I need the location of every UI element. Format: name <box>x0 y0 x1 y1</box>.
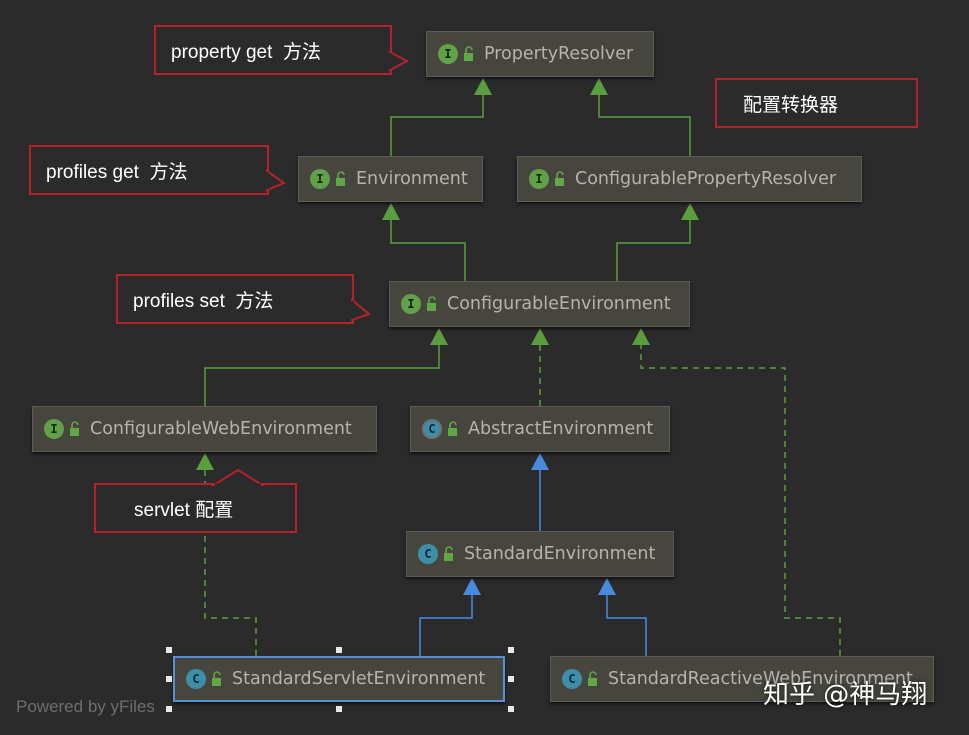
class-icon: C <box>418 544 438 564</box>
node-abstract-environment[interactable]: C AbstractEnvironment <box>410 406 670 452</box>
interface-icon: I <box>529 169 549 189</box>
node-label: StandardReactiveWebEnvironment <box>608 669 913 689</box>
edge-arrowhead <box>474 78 492 95</box>
lock-icon <box>212 671 221 686</box>
lock-icon <box>464 46 473 61</box>
selection-handle[interactable] <box>508 706 514 712</box>
node-label: ConfigurableWebEnvironment <box>90 419 352 439</box>
node-label: ConfigurablePropertyResolver <box>575 169 837 189</box>
node-environment[interactable]: I Environment <box>298 156 483 202</box>
selection-handle[interactable] <box>166 706 172 712</box>
callout-servlet-config: servlet 配置 <box>94 483 297 533</box>
lock-icon <box>588 671 597 686</box>
callout-profiles-set: profiles set 方法 <box>116 274 354 324</box>
lock-icon <box>70 421 79 436</box>
interface-icon: I <box>44 419 64 439</box>
interface-icon: I <box>438 44 458 64</box>
edge-arrowhead <box>632 328 650 345</box>
zhihu-watermark: 知乎 @神马翔 <box>763 680 928 710</box>
lock-icon <box>555 171 564 186</box>
node-label: PropertyResolver <box>484 44 634 64</box>
node-configurable-environment[interactable]: I ConfigurableEnvironment <box>389 281 690 327</box>
edge-arrowhead <box>681 203 699 220</box>
callout-text: property get 方法 <box>171 41 321 63</box>
node-label: StandardServletEnvironment <box>232 669 486 689</box>
edge-standard-servlet-environment-to-standard-environment <box>419 595 473 656</box>
callout-property-get: property get 方法 <box>154 25 392 75</box>
node-configurable-property-resolver[interactable]: I ConfigurablePropertyResolver <box>517 156 862 202</box>
selection-handle[interactable] <box>166 676 172 682</box>
edge-arrowhead <box>531 453 549 470</box>
node-label: Environment <box>356 169 468 189</box>
interface-icon: I <box>310 169 330 189</box>
edge-configurable-environment-to-configurable-property-resolver <box>616 220 691 281</box>
interface-icon: I <box>401 294 421 314</box>
lock-icon <box>427 296 436 311</box>
callout-config-converter: 配置转换器 <box>715 78 918 128</box>
abstract-class-icon: C <box>422 419 442 439</box>
callout-text: 配置转换器 <box>743 94 839 116</box>
callout-profiles-get: profiles get 方法 <box>29 145 269 195</box>
node-standard-servlet-environment[interactable]: C StandardServletEnvironment <box>173 656 505 702</box>
edge-configurable-web-environment-to-configurable-environment <box>204 345 440 406</box>
selection-handle[interactable] <box>508 647 514 653</box>
edge-standard-reactive-web-environment-to-configurable-environment <box>640 345 841 656</box>
callout-text: profiles set 方法 <box>133 290 274 312</box>
edge-configurable-environment-to-environment <box>390 220 466 281</box>
lock-icon <box>336 171 345 186</box>
node-label: StandardEnvironment <box>464 544 656 564</box>
selection-handle[interactable] <box>336 706 342 712</box>
selection-handle[interactable] <box>508 676 514 682</box>
edge-environment-to-property-resolver <box>390 95 484 156</box>
edge-arrowhead <box>598 578 616 595</box>
edge-arrowhead <box>430 328 448 345</box>
edge-arrowhead <box>382 203 400 220</box>
yfiles-watermark: Powered by yFiles <box>16 697 155 716</box>
lock-icon <box>448 421 457 436</box>
callout-text: profiles get 方法 <box>46 161 188 183</box>
edge-configurable-property-resolver-to-property-resolver <box>598 95 691 156</box>
edge-standard-reactive-web-environment-to-standard-environment <box>606 595 647 656</box>
selection-handle[interactable] <box>336 647 342 653</box>
node-configurable-web-environment[interactable]: I ConfigurableWebEnvironment <box>32 406 377 452</box>
node-standard-environment[interactable]: C StandardEnvironment <box>406 531 674 577</box>
class-icon: C <box>186 669 206 689</box>
lock-icon <box>444 546 453 561</box>
edge-arrowhead <box>590 78 608 95</box>
node-standard-reactive-web-environment[interactable]: C StandardReactiveWebEnvironment <box>550 656 934 702</box>
class-icon: C <box>562 669 582 689</box>
edge-arrowhead <box>463 578 481 595</box>
node-label: AbstractEnvironment <box>468 419 654 439</box>
selection-handle[interactable] <box>166 647 172 653</box>
edge-arrowhead <box>531 328 549 345</box>
node-property-resolver[interactable]: I PropertyResolver <box>426 31 654 77</box>
node-label: ConfigurableEnvironment <box>447 294 671 314</box>
edge-arrowhead <box>196 453 214 470</box>
callout-text: servlet 配置 <box>134 499 234 521</box>
